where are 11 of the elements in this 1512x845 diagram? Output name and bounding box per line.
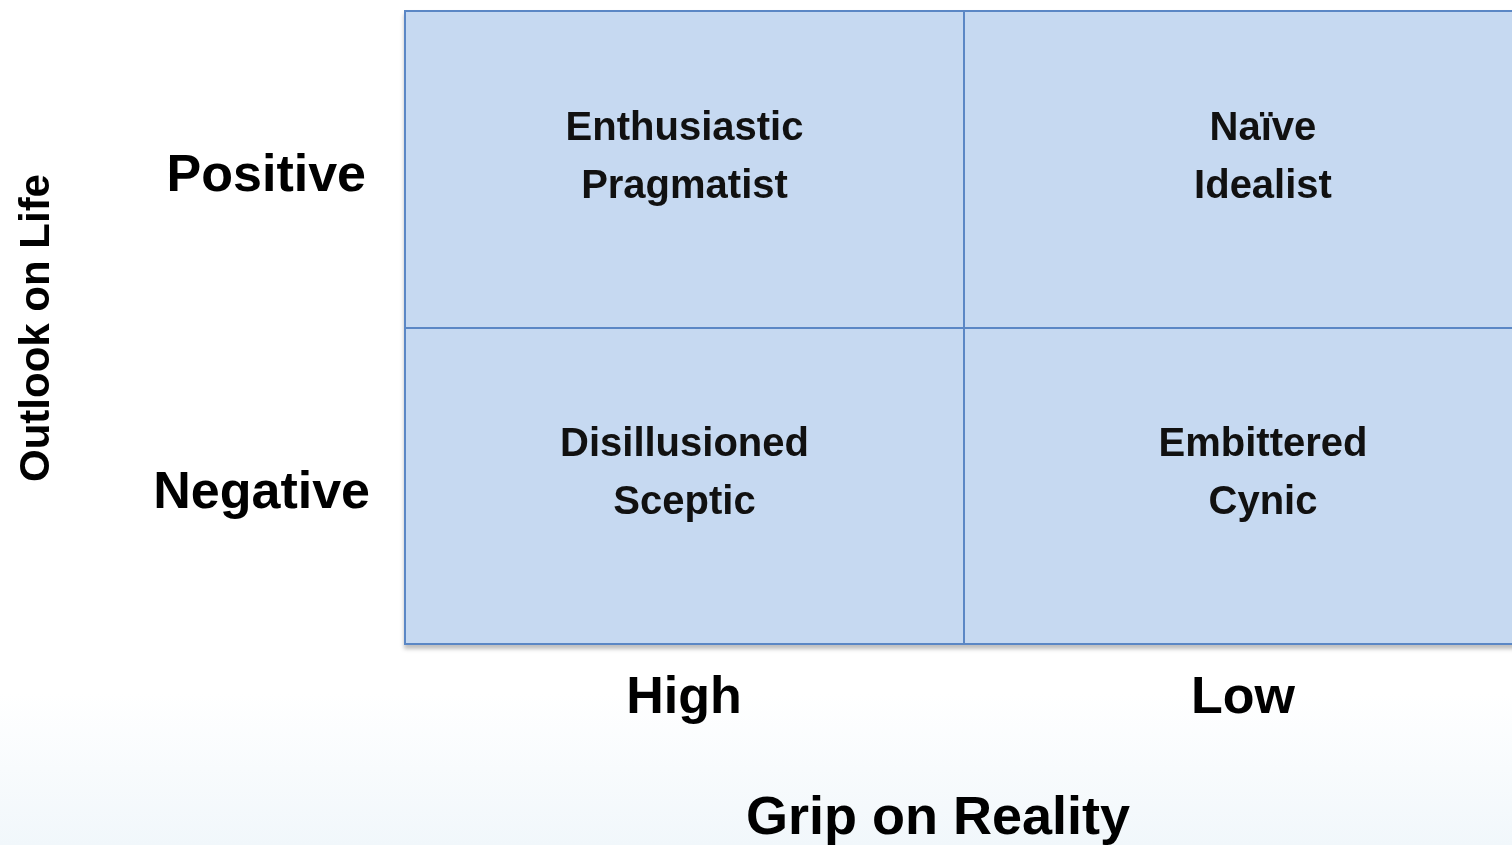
quadrant-box bbox=[963, 10, 1512, 329]
quadrant-box bbox=[404, 10, 965, 329]
quadrant-box bbox=[963, 327, 1512, 645]
axis-category-label: Low bbox=[1191, 669, 1295, 721]
quadrant-label: Enthusiastic Pragmatist bbox=[565, 102, 804, 208]
quadrant-label: Disillusioned Sceptic bbox=[560, 419, 809, 524]
axis-category-label: Positive bbox=[166, 147, 366, 199]
quadrant-label: Naïve Idealist bbox=[1194, 102, 1332, 208]
quadrant-label: Embittered Cynic bbox=[1158, 419, 1368, 524]
axis-title: Outlook on Life bbox=[14, 174, 56, 482]
quadrant-box bbox=[404, 327, 965, 645]
